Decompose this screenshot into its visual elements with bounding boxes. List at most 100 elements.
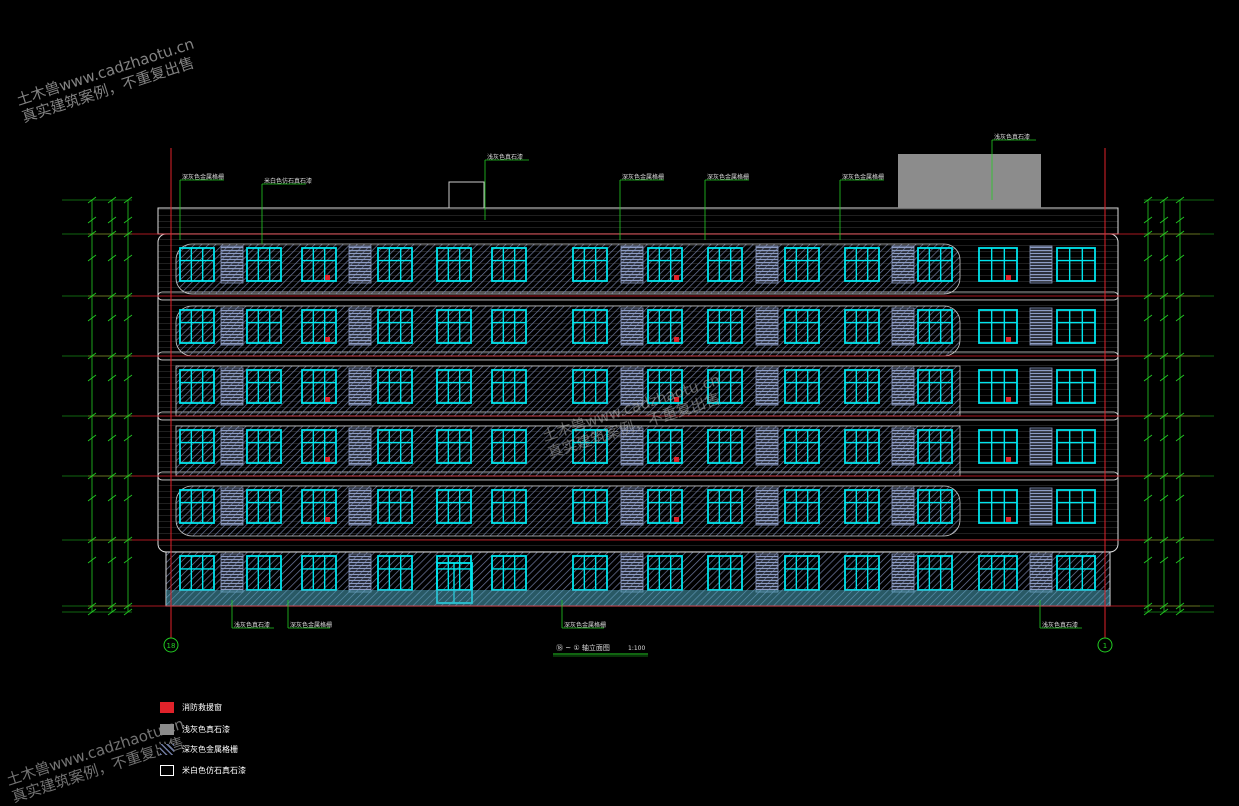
legend-item: 消防救援窗 [160, 700, 222, 714]
window-frame [301, 369, 337, 404]
fire-rescue-window-mark [674, 337, 679, 342]
louver-panel [1029, 553, 1053, 593]
window-frame [978, 429, 1018, 464]
louver-panel [1029, 307, 1053, 346]
window-frame [647, 309, 683, 344]
fire-rescue-window-mark [1006, 397, 1011, 402]
fire-rescue-window-mark [325, 517, 330, 522]
dimension-tick [1159, 556, 1169, 564]
dimension-tick [123, 216, 133, 224]
window-frame [179, 369, 215, 404]
roof-parapet [157, 207, 1119, 235]
annotation-leaders [179, 139, 1082, 629]
window-frame [572, 429, 608, 464]
fire-rescue-window-mark [325, 275, 330, 280]
axis-label-left: 18 [167, 642, 176, 650]
dimension-tick [87, 494, 97, 502]
window-frame [436, 429, 472, 464]
window-frame [246, 247, 282, 282]
window-frame [784, 369, 820, 404]
window-frame [844, 369, 880, 404]
fire-rescue-window-mark [1006, 517, 1011, 522]
window-frame [784, 489, 820, 524]
window-frame [377, 309, 413, 344]
drawing-scale: 1:100 [628, 645, 645, 652]
window-frame [917, 309, 953, 344]
window-frame [844, 429, 880, 464]
window-frame [179, 247, 215, 282]
window-frame [1056, 369, 1096, 404]
window-frame [1056, 429, 1096, 464]
legend-label: 消防救援窗 [182, 702, 222, 712]
dimension-tick [1159, 494, 1169, 502]
window-frame [707, 429, 743, 464]
material-note: 浅灰色真石漆 [487, 154, 524, 161]
window-frame [572, 309, 608, 344]
material-note: 深灰色金属格栅 [290, 622, 333, 629]
louver-panel [348, 427, 372, 466]
window-frame [978, 369, 1018, 404]
window-frame [491, 369, 527, 404]
fire-rescue-window-mark [674, 517, 679, 522]
window-frame [647, 429, 683, 464]
window-frame [179, 309, 215, 344]
window-frame [647, 489, 683, 524]
louver-panel [891, 367, 915, 406]
louver-panel [348, 245, 372, 284]
window-frame [784, 309, 820, 344]
window-frame [844, 247, 880, 282]
material-note: 浅灰色真石漆 [994, 134, 1031, 141]
legend-swatch [160, 701, 174, 713]
window-frame [1056, 309, 1096, 344]
legend-label: 深灰色金属格栅 [182, 744, 238, 754]
window-frame [917, 247, 953, 282]
fire-rescue-window-mark [1006, 275, 1011, 280]
window-frame [491, 489, 527, 524]
dimension-tick [1159, 374, 1169, 382]
dimension-tick [123, 434, 133, 442]
dimension-tick [1159, 254, 1169, 262]
hatched-panel [175, 485, 961, 537]
material-note: 深灰色金属格栅 [842, 174, 885, 181]
louver-panel [620, 307, 644, 346]
window-frame [377, 247, 413, 282]
dimension-tick [1175, 556, 1185, 564]
material-note: 深灰色金属格栅 [707, 174, 750, 181]
louver-panel [348, 307, 372, 346]
dimension-tick [87, 314, 97, 322]
window-frame [436, 247, 472, 282]
legend-label: 浅灰色真石漆 [182, 724, 230, 734]
louver-panel [755, 307, 779, 346]
window-frame [917, 429, 953, 464]
louver-panel [220, 245, 244, 284]
legend-item: 深灰色金属格栅 [160, 742, 238, 756]
fire-rescue-window-mark [674, 397, 679, 402]
fire-rescue-window-mark [325, 337, 330, 342]
dimension-tick [1143, 434, 1153, 442]
louver-panel [620, 553, 644, 593]
louver-panel [1029, 367, 1053, 406]
hatched-panels [175, 243, 961, 537]
window-frame [491, 309, 527, 344]
window-frame [978, 309, 1018, 344]
window-grid [166, 245, 1110, 606]
legend-item: 浅灰色真石漆 [160, 722, 230, 736]
dimension-tick [1143, 216, 1153, 224]
window-frame [707, 247, 743, 282]
dimension-tick [107, 314, 117, 322]
louver-panel [1029, 245, 1053, 284]
axis-marker-right: 1 [1097, 148, 1113, 653]
window-frame [301, 309, 337, 344]
window-frame [491, 247, 527, 282]
dimension-tick [1175, 254, 1185, 262]
louver-panel [755, 487, 779, 526]
window-frame [707, 309, 743, 344]
louver-panel [620, 427, 644, 466]
legend-label: 米白色仿石真石漆 [182, 765, 246, 775]
fire-rescue-window-mark [674, 275, 679, 280]
dimension-tick [1159, 216, 1169, 224]
louver-panel [891, 245, 915, 284]
louver-panel [348, 367, 372, 406]
dimension-tick [1175, 434, 1185, 442]
window-frame [179, 489, 215, 524]
